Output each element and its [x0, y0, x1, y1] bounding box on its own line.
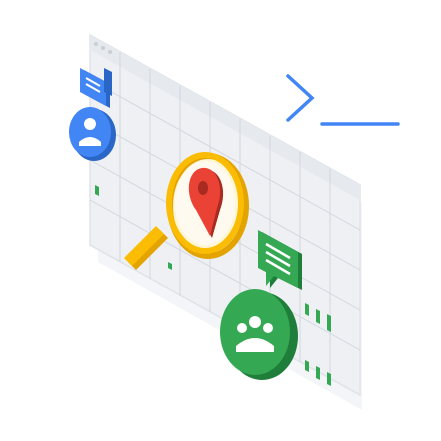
- panel-bars: [95, 185, 331, 386]
- map-pin-icon: [188, 167, 224, 238]
- chat-bubble-icon: [258, 230, 302, 290]
- user-chat-icon: [80, 68, 110, 108]
- group-badge-icon: [220, 289, 298, 380]
- user-badge-icon: [69, 107, 116, 161]
- window-titlebar: [90, 35, 360, 200]
- user-badge-accent: [104, 68, 112, 96]
- terminal-prompt-icon: [286, 74, 400, 126]
- window-dots-icon: [94, 42, 112, 54]
